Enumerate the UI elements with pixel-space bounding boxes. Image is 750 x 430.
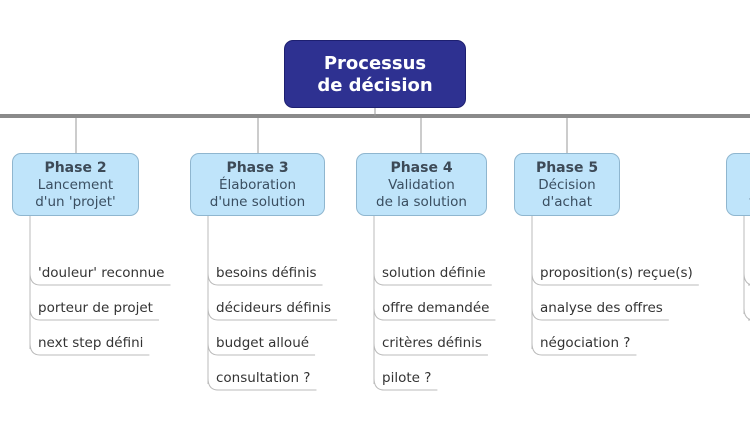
item-underline — [29, 342, 150, 356]
phase-node-6-partial[interactable]: P C tu — [726, 153, 750, 216]
item-underline — [531, 272, 699, 286]
subtopic-item[interactable]: pilote ? — [382, 370, 432, 386]
phase-line1: Lancement — [37, 177, 114, 193]
item-underline — [531, 342, 637, 356]
phase-line1: Validation — [388, 177, 455, 193]
subtopic-item[interactable]: négociation ? — [540, 335, 631, 351]
subtopic-item[interactable]: décideurs définis — [216, 300, 332, 316]
item-underline — [373, 377, 438, 391]
item-underline — [29, 272, 171, 286]
subtopic-item[interactable]: budget alloué — [216, 335, 310, 351]
subtopic-item[interactable]: porteur de projet — [38, 300, 153, 316]
subtopic-item[interactable]: offre demandée — [382, 300, 490, 316]
phase-line1: Élaboration — [218, 177, 297, 193]
phase-line2: d'achat — [541, 194, 593, 210]
phase-node-5[interactable]: Phase 5 Décision d'achat — [514, 153, 620, 216]
root-title-line2: de décision — [317, 75, 433, 96]
subtopic-item[interactable]: proposition(s) reçue(s) — [540, 265, 693, 281]
phase-title: Phase 2 — [44, 160, 107, 176]
phase-title: Phase 3 — [226, 160, 289, 176]
phase-node-3[interactable]: Phase 3 Élaboration d'une solution — [190, 153, 325, 216]
item-underline — [743, 307, 750, 321]
phase-node-4[interactable]: Phase 4 Validation de la solution — [356, 153, 487, 216]
item-underline — [207, 307, 338, 321]
item-underline — [207, 342, 316, 356]
root-node[interactable]: Processus de décision — [284, 40, 466, 108]
subtopic-item[interactable]: consultation ? — [216, 370, 311, 386]
subtopic-item[interactable]: critères définis — [382, 335, 482, 351]
root-title-line1: Processus — [323, 53, 427, 74]
item-underline — [29, 307, 159, 321]
subtopic-item[interactable]: 'douleur' reconnue — [38, 265, 165, 281]
phase-title: Phase 5 — [535, 160, 599, 176]
phase-line2: de la solution — [376, 194, 467, 210]
item-underline — [743, 272, 750, 286]
phase-line2: d'une solution — [209, 194, 306, 210]
subtopic-item[interactable]: besoins définis — [216, 265, 317, 281]
phase-node-2[interactable]: Phase 2 Lancement d'un 'projet' — [12, 153, 139, 216]
subtopic-item[interactable]: next step défini — [38, 335, 144, 351]
item-underline — [207, 377, 317, 391]
phase-line2: d'un 'projet' — [35, 194, 116, 210]
phase-title: Phase 4 — [390, 160, 453, 176]
item-underline — [531, 307, 669, 321]
item-underline — [373, 307, 496, 321]
subtopic-item[interactable]: solution définie — [382, 265, 486, 281]
item-underline — [373, 342, 488, 356]
subtopic-item[interactable]: analyse des offres — [540, 300, 663, 316]
item-underline — [207, 272, 323, 286]
item-underline — [373, 272, 492, 286]
phase-line1: Décision — [538, 177, 596, 193]
